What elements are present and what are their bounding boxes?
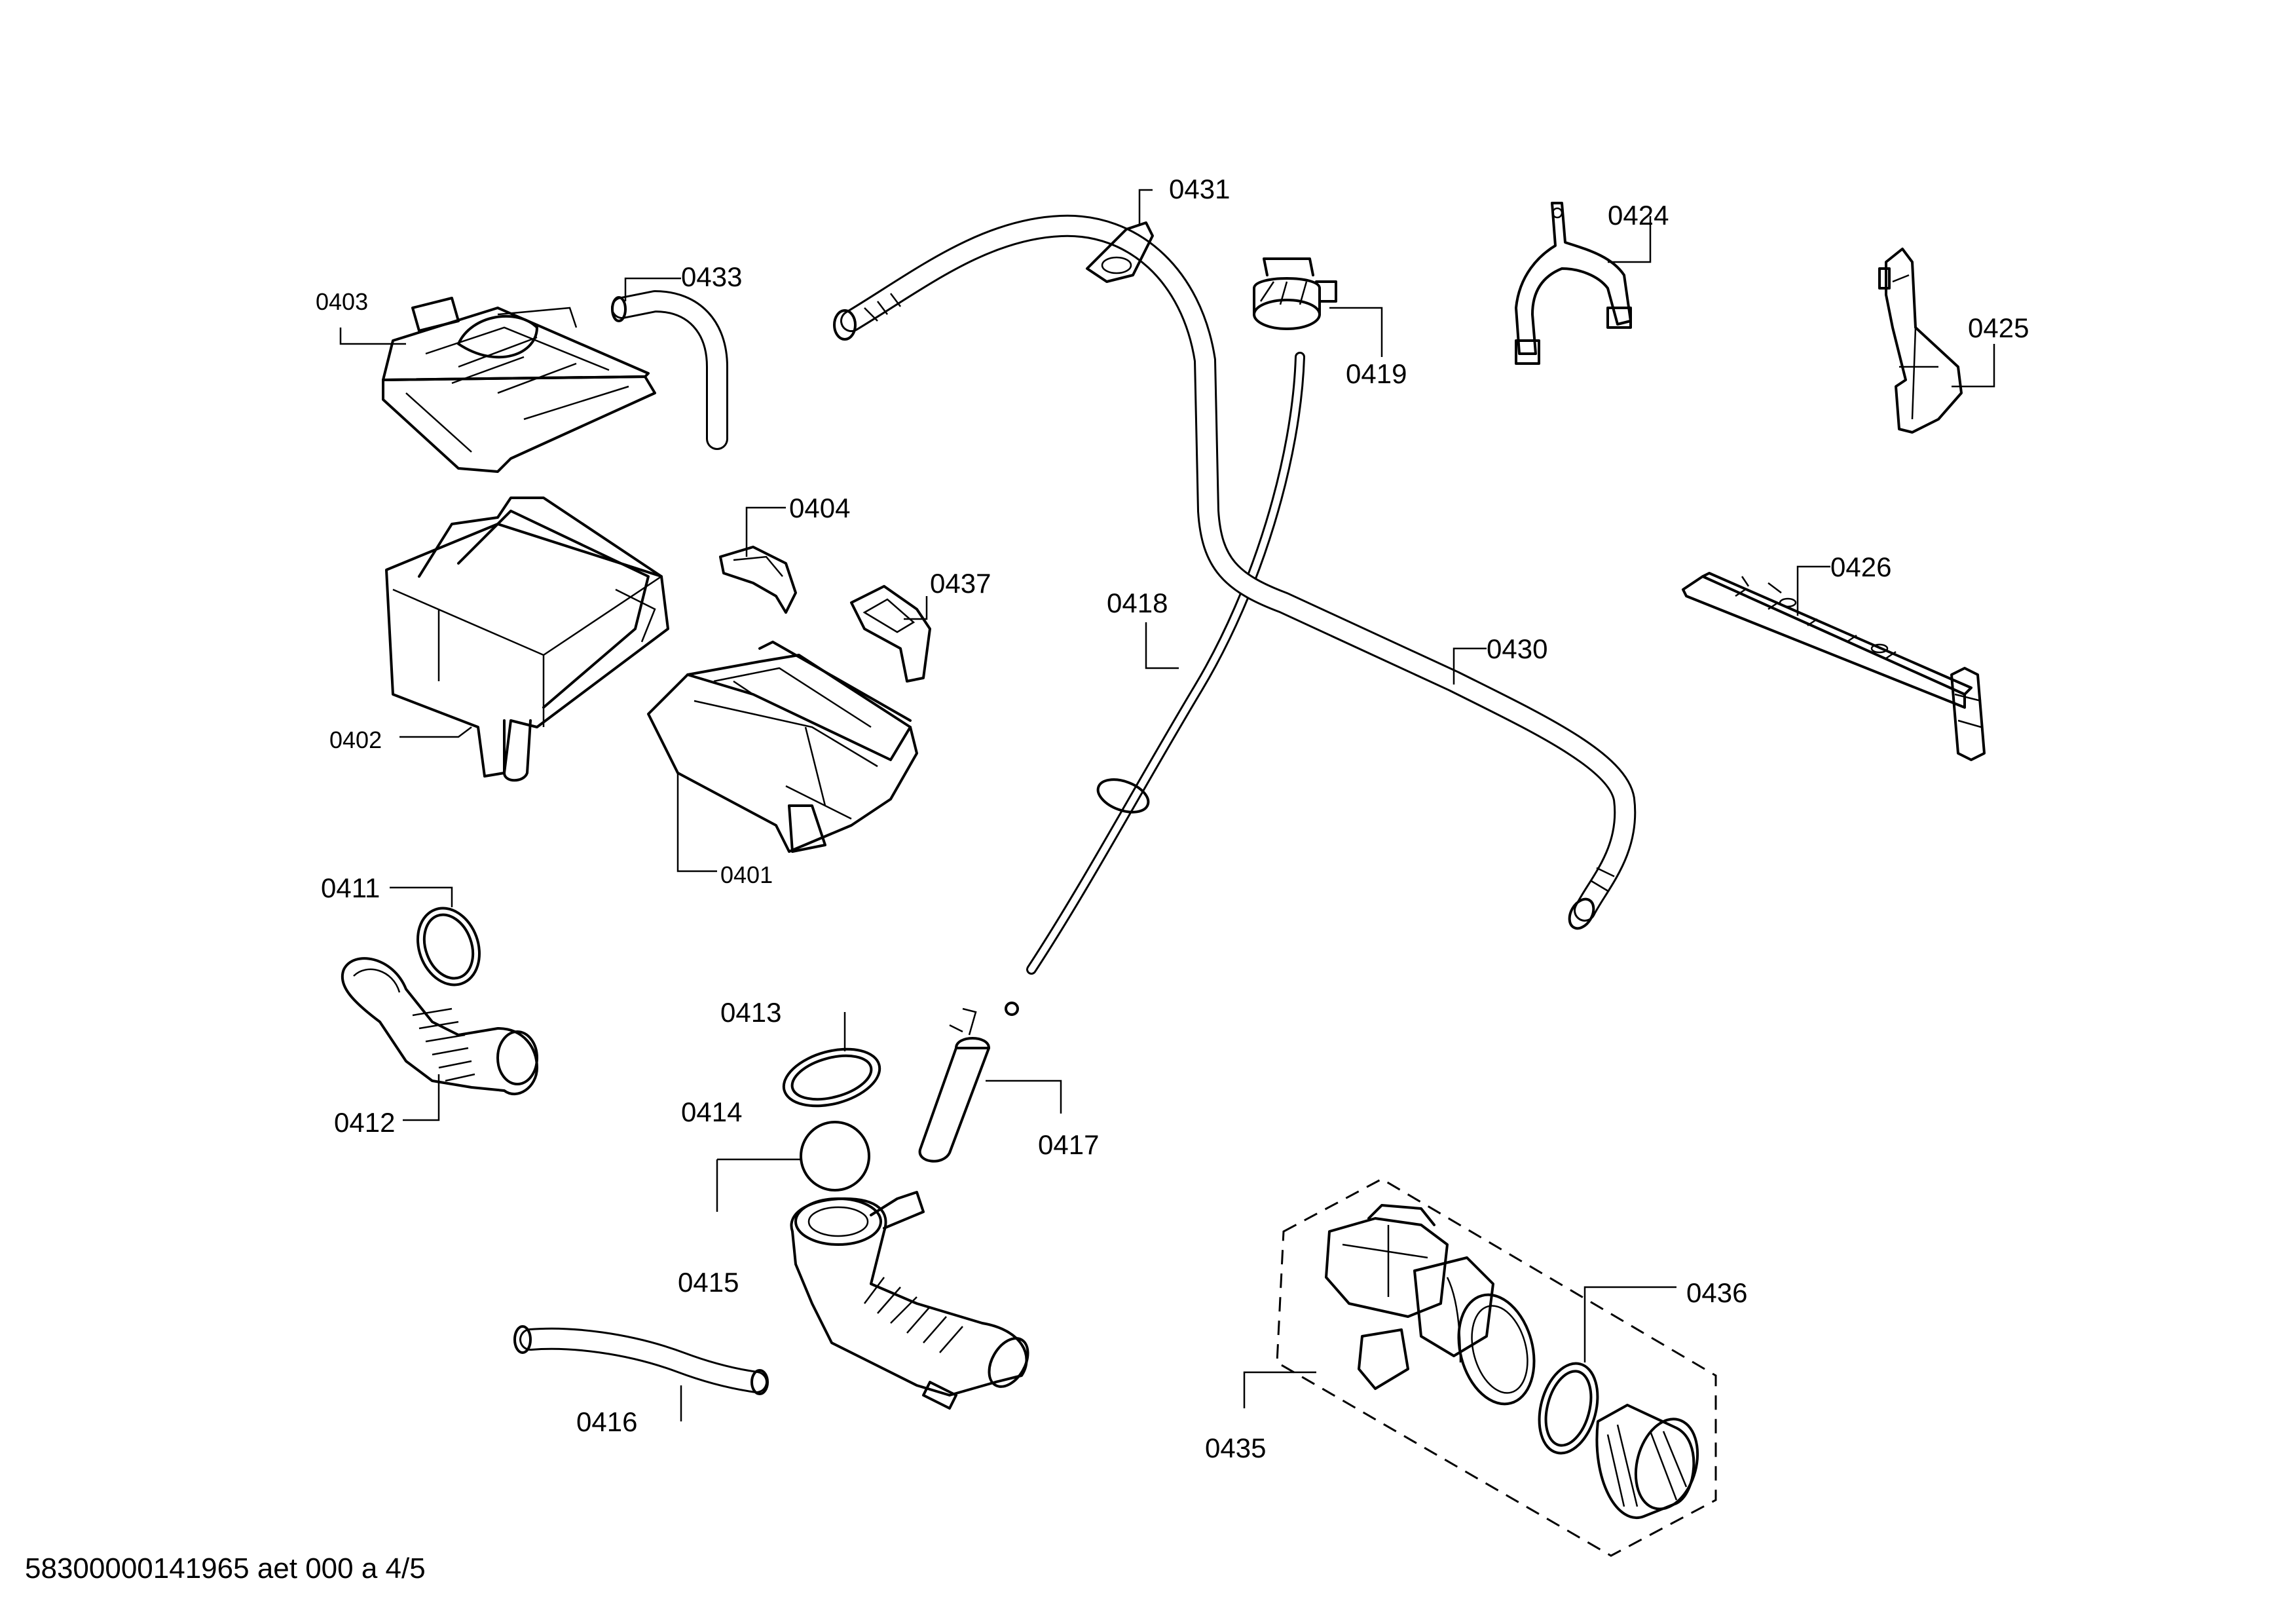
part-0435-pump-assembly	[1276, 1178, 1717, 1557]
leader-lines	[339, 189, 1995, 1421]
label-0401: 0401	[720, 861, 773, 888]
part-0416-hose	[513, 1325, 769, 1395]
leader-0404	[745, 506, 786, 557]
leader-0426	[1796, 565, 1830, 616]
part-0401-dispenser-drawer	[647, 641, 918, 853]
label-0436: 0436	[1686, 1277, 1747, 1308]
leader-0412	[403, 1074, 440, 1121]
label-0414: 0414	[681, 1097, 742, 1127]
leader-0430	[1453, 647, 1487, 685]
part-0424-bracket	[1515, 202, 1632, 365]
part-0418-tube	[1026, 352, 1305, 975]
part-0419-pressure-switch	[1253, 257, 1337, 330]
leader-0401	[676, 773, 717, 873]
leader-0411	[390, 886, 453, 907]
part-0417-sensor	[918, 1002, 1019, 1163]
leader-0418	[1145, 622, 1179, 669]
leader-0417	[986, 1079, 1062, 1114]
part-0425-bracket	[1878, 248, 1963, 434]
label-0435: 0435	[1205, 1433, 1266, 1463]
label-0424: 0424	[1608, 200, 1669, 231]
leader-0437	[904, 596, 928, 620]
part-0403-dispenser-lid	[382, 297, 656, 473]
part-0413-ring	[782, 1047, 881, 1108]
part-0414-ball	[800, 1121, 870, 1192]
part-0433-hose	[611, 290, 728, 450]
label-0415: 0415	[678, 1267, 739, 1298]
part-0426-rail	[1682, 572, 1986, 761]
part-0415-sump-hose	[790, 1191, 1029, 1410]
leader-0436	[1583, 1286, 1676, 1362]
label-0417: 0417	[1038, 1129, 1099, 1160]
part-0430-long-hose	[833, 214, 1637, 930]
leader-0435	[1243, 1371, 1316, 1408]
label-0411: 0411	[321, 873, 380, 903]
label-0403: 0403	[316, 288, 368, 315]
label-0418: 0418	[1107, 588, 1168, 618]
leader-0403	[339, 328, 406, 345]
document-id-footer: 58300000141965 aet 000 a 4/5	[25, 1552, 426, 1585]
leader-0425	[1952, 344, 1995, 388]
leader-0419	[1329, 307, 1383, 357]
part-0412-bellows-hose	[341, 957, 538, 1095]
label-0402: 0402	[329, 726, 382, 753]
part-0402-dispenser-housing	[385, 497, 669, 782]
label-0404: 0404	[789, 493, 850, 523]
label-0412: 0412	[334, 1107, 395, 1138]
label-0416: 0416	[576, 1406, 637, 1437]
part-0431-hose-bracket	[1086, 221, 1154, 283]
leader-0431	[1138, 189, 1153, 226]
label-0431: 0431	[1169, 174, 1230, 204]
leader-0424	[1608, 216, 1652, 263]
part-0437-clip	[850, 585, 931, 683]
label-0419: 0419	[1346, 358, 1407, 389]
part-labels: 0403 0433 0402 0404 0437 0401 0411 0412 …	[316, 174, 2029, 1463]
label-0426: 0426	[1830, 552, 1891, 582]
label-0425: 0425	[1968, 312, 2029, 343]
part-0404-clip	[719, 546, 797, 614]
leader-0402	[399, 726, 472, 738]
label-0433: 0433	[681, 261, 742, 292]
label-0413: 0413	[720, 997, 781, 1028]
label-0437: 0437	[930, 568, 991, 599]
part-0411-ring	[416, 907, 481, 986]
label-0430: 0430	[1487, 633, 1547, 664]
part-0436-ring-and-filter	[1538, 1362, 1699, 1519]
leader-0433	[624, 277, 681, 301]
